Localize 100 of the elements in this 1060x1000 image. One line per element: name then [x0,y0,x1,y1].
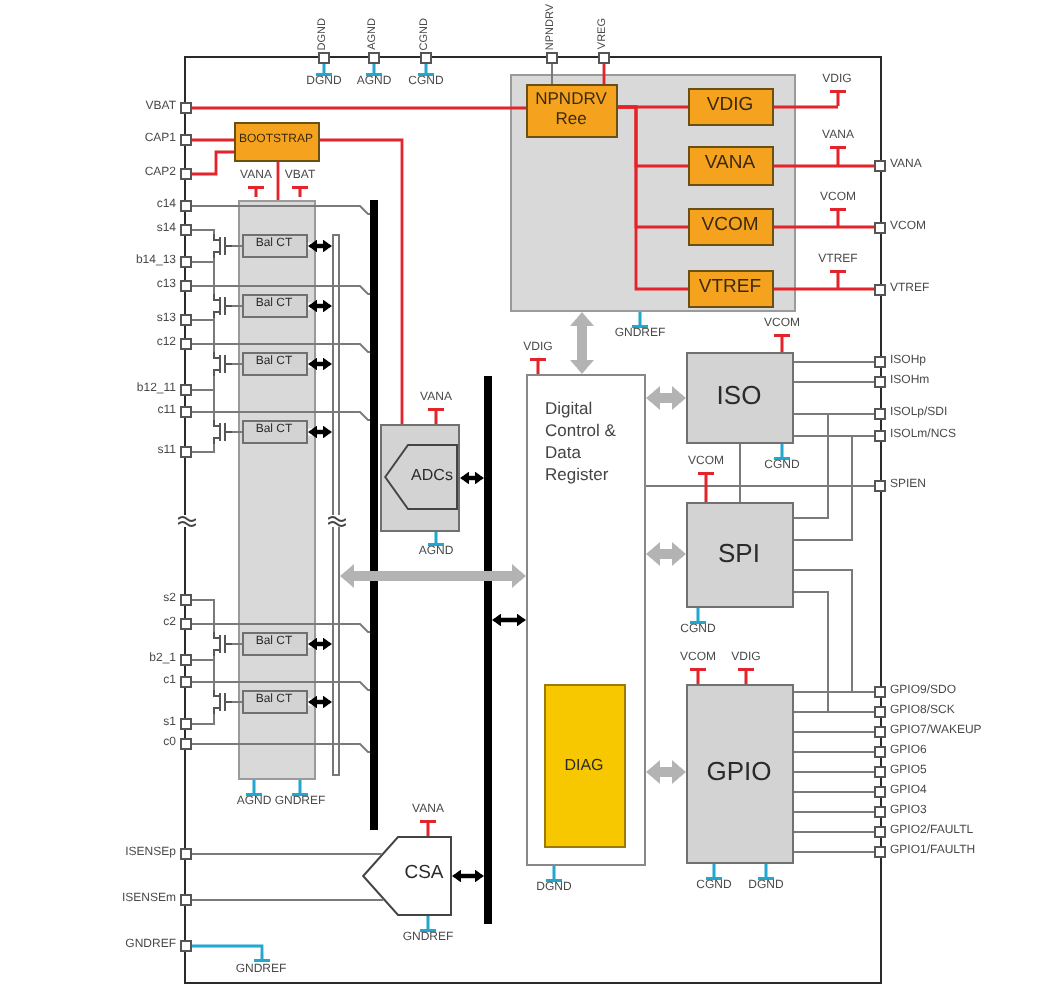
wire [231,643,243,645]
double-arrow [308,239,332,253]
converter-symbol [383,443,457,509]
bus-bar [331,233,339,775]
wire [793,751,875,753]
block-label: ISO [716,382,762,412]
wire [793,731,875,733]
wire [231,305,243,307]
wire [793,381,875,383]
double-arrow [308,695,332,709]
block-label: NPNDRV Ree [533,90,609,130]
function-block [241,351,307,375]
function-block [379,423,459,531]
function-block [543,683,625,847]
wire [191,389,215,421]
wire [192,106,526,110]
wire [192,150,234,176]
block-label: ADCs [411,466,453,486]
function-block [233,121,319,161]
wire [231,431,243,433]
double-arrow [308,425,332,439]
wire [276,162,280,200]
wire [192,138,234,142]
wire [793,691,875,693]
wire [191,319,215,353]
function-block [687,269,773,307]
wire [191,899,385,901]
function-block [685,351,793,443]
wire [793,711,875,713]
wire [191,623,371,633]
bus-arrow [646,542,686,566]
block-panel [237,199,315,779]
wire [793,435,875,541]
function-block [685,501,793,607]
wire [793,811,875,813]
block-label: VTREF [698,277,762,299]
block-label: Digital Control & Data Register [545,397,618,486]
wire [231,245,243,247]
wire [192,944,264,954]
function-block [687,87,773,125]
wire [191,681,371,691]
double-arrow [308,357,332,371]
function-block [241,293,307,317]
wire [231,701,243,703]
block-label: GPIO [706,758,772,788]
function-block [687,207,773,245]
wire [793,771,875,773]
block-label: DIAG [564,755,604,775]
wire [191,659,215,691]
wire [793,361,875,363]
wire [645,485,875,487]
block-label: VANA [704,154,756,176]
wire [191,261,215,295]
bus-arrow [646,386,686,410]
wire [191,229,215,235]
wire [774,225,874,229]
wire [618,105,688,291]
double-arrow [492,613,526,627]
function-block [241,631,307,655]
block-label: CSA [404,864,444,886]
wire [191,713,215,725]
bus-bar [483,375,491,923]
double-arrow [308,299,332,313]
double-arrow [452,869,484,883]
wire [191,411,371,421]
wire [602,64,606,84]
wire [191,205,371,215]
wire [231,363,243,365]
block-label: VDIG [706,95,754,117]
wire [191,743,371,753]
function-block [241,689,307,713]
wire [191,443,215,453]
bus-arrow [646,760,686,784]
wire [191,599,215,633]
block-panel [509,73,795,311]
wire [320,138,404,424]
wire [774,105,838,109]
wire [551,63,553,85]
function-block [687,145,773,185]
double-arrow [308,637,332,651]
block-label: SPI [718,539,760,569]
function-block [525,373,645,865]
wire [793,791,875,793]
wire [774,287,874,291]
bus-bar [369,199,377,829]
wire [739,443,741,503]
wire [793,413,875,519]
amplifier-symbol [361,835,451,915]
wire [191,285,371,295]
double-arrow [460,471,484,485]
block-label: VCOM [701,215,759,237]
bus-arrow [570,312,594,374]
function-block [685,683,793,863]
wire [774,164,874,168]
chip-outline [184,56,882,984]
function-block [241,233,307,257]
function-block [241,419,307,443]
bus-arrow [340,564,526,588]
wire [793,851,875,853]
wire [793,831,875,833]
